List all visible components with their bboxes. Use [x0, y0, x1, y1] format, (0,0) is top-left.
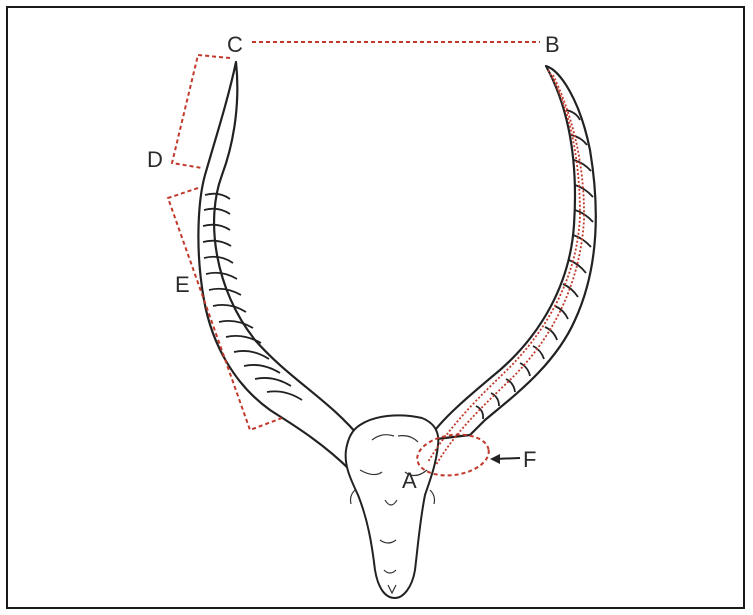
left-horn: [198, 62, 375, 470]
label-f: F: [523, 447, 536, 472]
label-b: B: [545, 32, 560, 57]
label-e: E: [175, 272, 190, 297]
label-a: A: [402, 468, 417, 493]
skull: [346, 415, 439, 598]
label-d: D: [147, 147, 163, 172]
arrow-head-icon: [490, 454, 500, 464]
label-c: C: [227, 32, 243, 57]
